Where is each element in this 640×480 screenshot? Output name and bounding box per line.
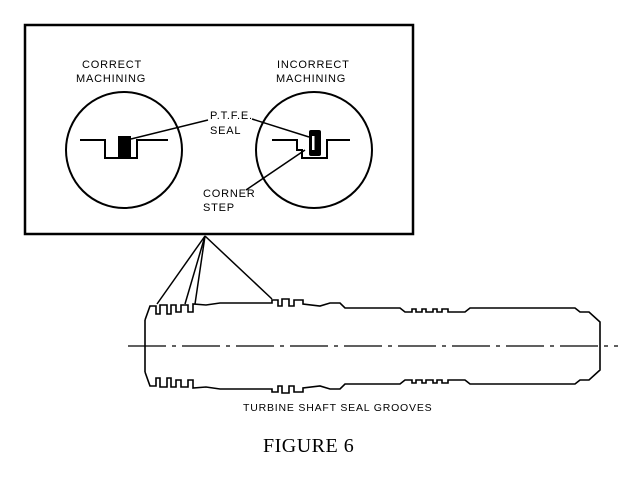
incorrect-detail-circle	[255, 91, 373, 209]
shaft-caption: TURBINE SHAFT SEAL GROOVES	[243, 402, 432, 414]
ptfe-seal-label-line1: P.T.F.E.	[210, 110, 253, 122]
shaft-top-profile	[144, 298, 601, 340]
corner-step-label-line2: STEP	[203, 202, 235, 214]
shaft-bottom-profile	[144, 350, 601, 394]
correct-detail-circle	[65, 91, 183, 209]
detail-box	[23, 23, 415, 236]
incorrect-label-line1: INCORRECT	[277, 59, 350, 71]
ptfe-seal-label-line2: SEAL	[210, 125, 241, 137]
incorrect-seal-highlight	[312, 136, 315, 150]
seal-leader-correct	[130, 119, 209, 140]
corner-step-label-line1: CORNER	[203, 188, 255, 200]
callout-leaders	[156, 235, 273, 305]
corner-step-leader	[245, 149, 306, 191]
correct-seal	[118, 136, 131, 157]
incorrect-label-line2: MACHINING	[276, 73, 346, 85]
incorrect-seal	[309, 130, 321, 156]
seal-leader-incorrect	[251, 118, 310, 138]
correct-label-line2: MACHINING	[76, 73, 146, 85]
correct-machining-detail	[65, 91, 183, 209]
incorrect-groove-profile	[272, 139, 350, 159]
figure-label: FIGURE 6	[263, 435, 354, 457]
correct-groove-profile	[80, 139, 168, 159]
correct-label-line1: CORRECT	[82, 59, 142, 71]
incorrect-machining-detail	[255, 91, 373, 209]
